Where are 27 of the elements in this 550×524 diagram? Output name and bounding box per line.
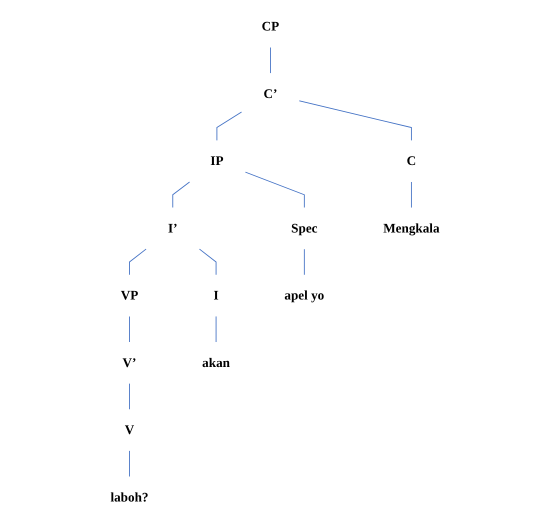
node-text: C’ [263,86,278,101]
connector [216,112,242,141]
connector [216,316,217,342]
connector [410,182,412,208]
connector [172,182,190,208]
connector [199,248,217,276]
connector [129,450,130,477]
node-text: laboh? [110,490,148,504]
connector [298,100,412,141]
node-text: akan [202,355,230,370]
connector [129,383,130,410]
node-text: C [406,153,416,168]
node-text: apel yo [284,288,324,303]
node-text: IP [210,153,224,168]
connector [129,248,147,276]
node-text: V’ [122,355,136,370]
connector [270,47,271,74]
connector [304,248,305,276]
node-text: CP [262,19,280,34]
node-text: VP [120,288,138,303]
connector [244,172,305,208]
node-text: I [214,288,219,303]
node-text: I’ [168,220,178,236]
node-text: Mengkala [383,220,440,236]
node-text: V [124,422,134,438]
connector [129,316,130,342]
node-text: Spec [291,220,318,236]
